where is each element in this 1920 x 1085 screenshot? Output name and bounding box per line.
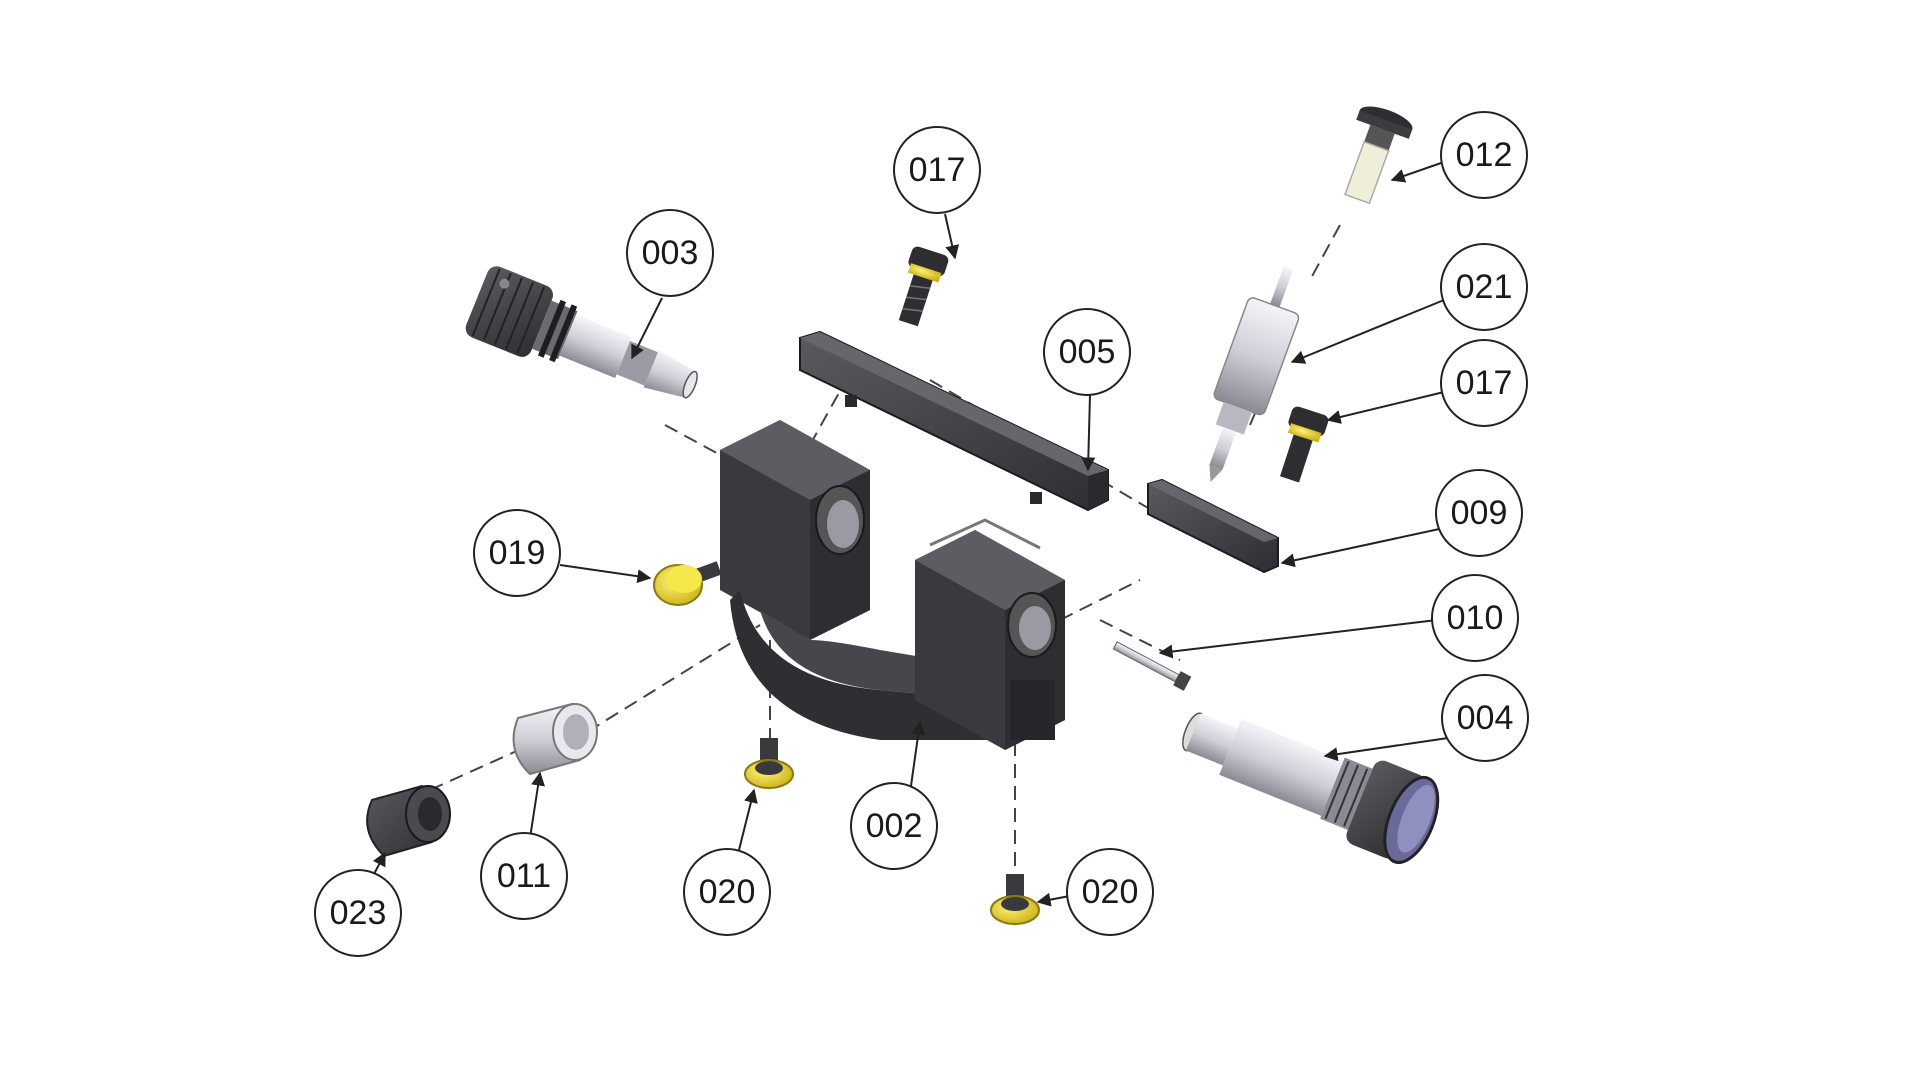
balloon-012: 012 — [1440, 111, 1528, 199]
balloon-017-right-label: 017 — [1456, 364, 1513, 402]
part-017-screw-top — [898, 246, 949, 327]
balloon-012-label: 012 — [1456, 136, 1513, 174]
part-002-frame-body — [720, 420, 1065, 750]
part-017-screw-right — [1280, 406, 1329, 483]
balloon-003: 003 — [626, 209, 714, 297]
balloon-020-left: 020 — [683, 848, 771, 936]
balloon-019: 019 — [473, 509, 561, 597]
part-020-foot-right — [990, 874, 1040, 925]
part-003-spindle — [465, 266, 698, 399]
part-021-shaft — [1209, 266, 1300, 483]
balloon-017-right: 017 — [1440, 339, 1528, 427]
part-009-clamp-bar — [1147, 478, 1279, 574]
balloon-017-top-label: 017 — [909, 151, 966, 189]
balloon-005: 005 — [1043, 308, 1131, 396]
balloon-010: 010 — [1431, 574, 1519, 662]
balloon-004-label: 004 — [1457, 699, 1514, 737]
balloon-011-label: 011 — [497, 857, 551, 895]
part-005-slide-bar — [799, 330, 1109, 512]
part-020-foot-left — [744, 738, 794, 789]
balloon-003-label: 003 — [642, 234, 699, 272]
balloon-023: 023 — [314, 869, 402, 957]
balloon-009-label: 009 — [1451, 494, 1508, 532]
balloon-021: 021 — [1440, 243, 1528, 331]
part-011-ring — [512, 702, 598, 776]
balloon-004: 004 — [1441, 674, 1529, 762]
balloon-002: 002 — [850, 782, 938, 870]
balloon-017-top: 017 — [893, 126, 981, 214]
part-012-plunger — [1344, 106, 1413, 205]
balloon-020-left-label: 020 — [699, 873, 756, 911]
balloon-010-label: 010 — [1447, 599, 1504, 637]
balloon-023-label: 023 — [330, 894, 387, 932]
balloon-005-label: 005 — [1059, 333, 1116, 371]
balloon-009: 009 — [1435, 469, 1523, 557]
balloon-021-label: 021 — [1456, 268, 1513, 306]
balloon-020-right: 020 — [1066, 848, 1154, 936]
part-004-spindle — [1182, 712, 1440, 864]
part-010-pin — [1112, 641, 1192, 691]
part-019-brass-knob — [653, 561, 722, 606]
balloon-011: 011 — [480, 832, 568, 920]
part-023-ring — [366, 784, 451, 858]
balloon-020-right-label: 020 — [1082, 873, 1139, 911]
balloon-019-label: 019 — [489, 534, 546, 572]
balloon-002-label: 002 — [866, 807, 923, 845]
